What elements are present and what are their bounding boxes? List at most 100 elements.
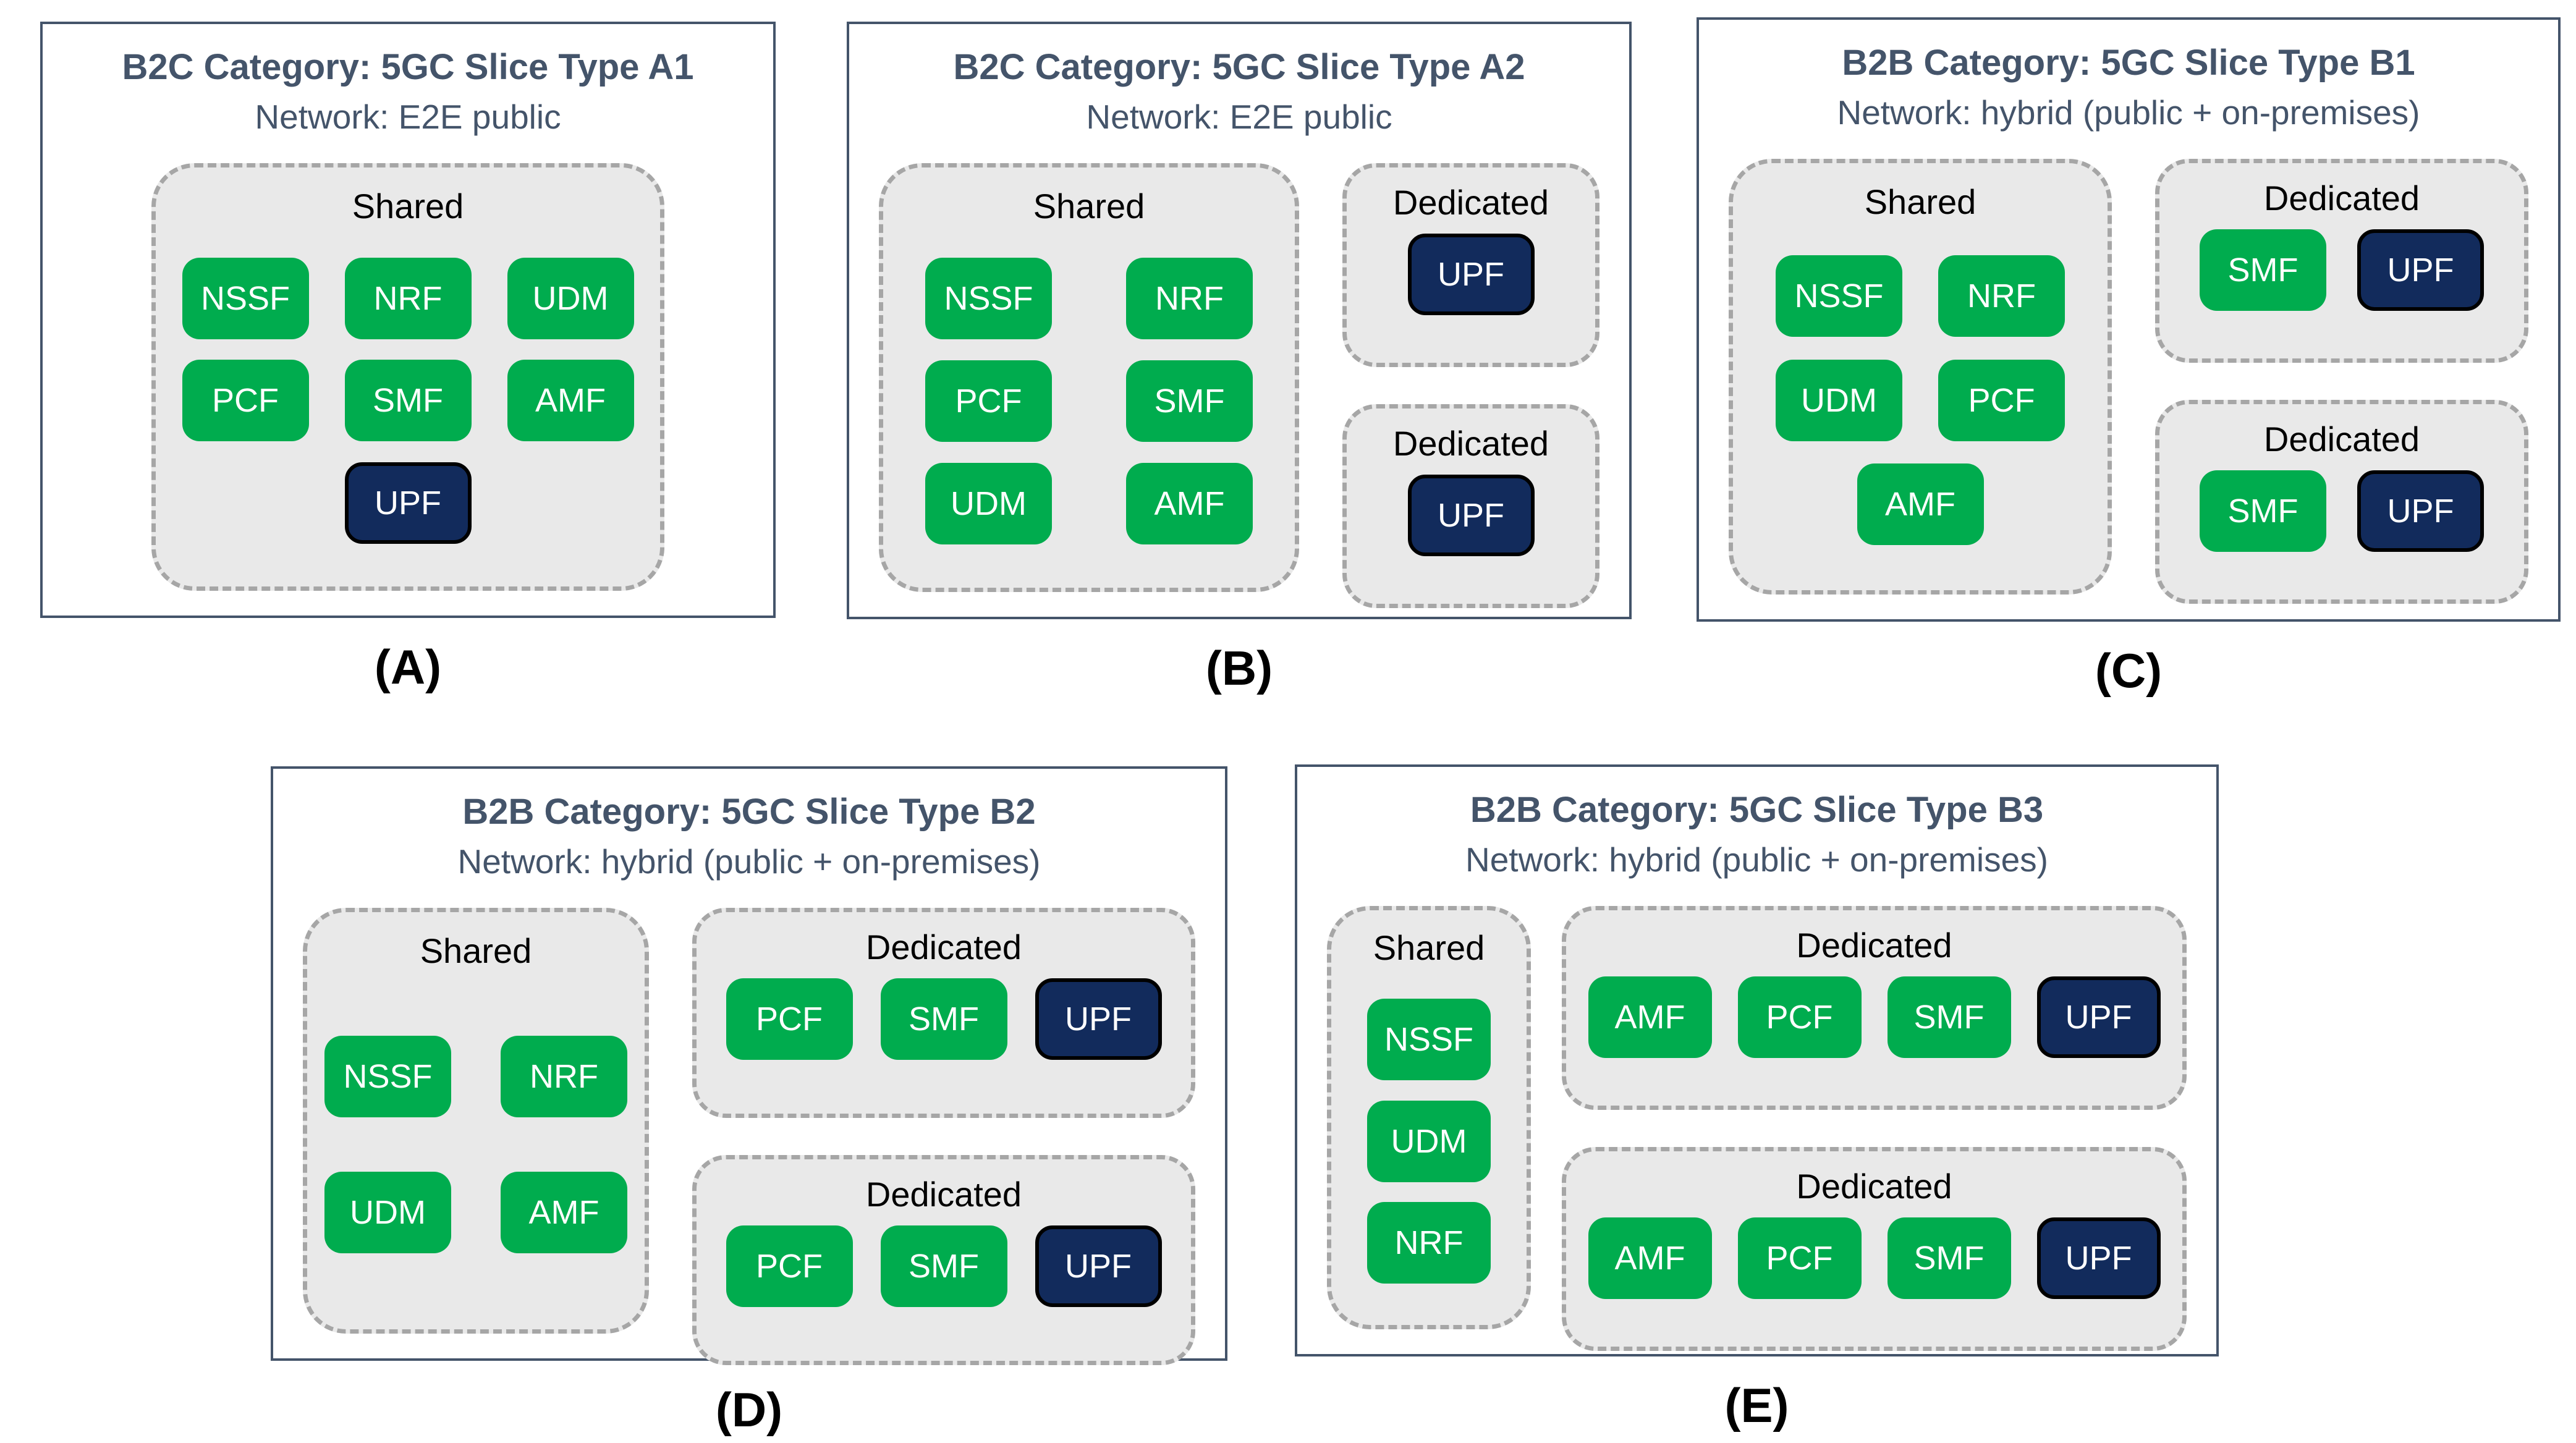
nf-row: AMF <box>1857 463 1984 546</box>
nf-box-smf: SMF <box>1887 1217 2011 1299</box>
dedicated-group-title: Dedicated <box>1392 423 1549 463</box>
nf-row: UPF <box>1407 233 1535 315</box>
panel-title: B2C Category: 5GC Slice Type A1 <box>122 47 694 87</box>
panel-subtitle: Network: hybrid (public + on-premises) <box>457 842 1041 881</box>
nf-box-nrf: NRF <box>1938 255 2065 337</box>
nf-box-pcf: PCF <box>1737 1217 1862 1299</box>
nf-box-upf: UPF <box>1407 233 1535 315</box>
panel-caption: (D) <box>715 1382 783 1437</box>
nf-box-upf: UPF <box>344 462 472 544</box>
slice-type-panel-b: B2C Category: 5GC Slice Type A2 Network: … <box>847 22 1632 619</box>
nf-box-upf: UPF <box>2036 976 2161 1058</box>
dedicated-group-title: Dedicated <box>1392 182 1549 222</box>
nf-row: SMF UPF <box>2200 229 2484 311</box>
panel-subtitle: Network: E2E public <box>1086 97 1392 136</box>
panel-caption: (C) <box>2095 643 2163 698</box>
dedicated-group-title: Dedicated <box>2263 178 2420 218</box>
dedicated-group-title: Dedicated <box>1796 1166 1952 1206</box>
nf-box-nrf: NRF <box>1367 1202 1491 1284</box>
dedicated-group-title: Dedicated <box>865 927 1022 967</box>
dedicated-rows: SMF UPF <box>2178 229 2506 311</box>
nf-box-amf: AMF <box>501 1171 627 1253</box>
nf-row: PCF SMF UPF <box>726 1225 1162 1307</box>
panel-title: B2B Category: 5GC Slice Type B1 <box>1842 43 2415 83</box>
nf-box-amf: AMF <box>1126 463 1253 545</box>
nf-box-pcf: PCF <box>726 1225 853 1307</box>
panel-wrap-a: B2C Category: 5GC Slice Type A1 Network: … <box>40 22 776 695</box>
nf-box-smf: SMF <box>880 1225 1007 1307</box>
nf-box-smf: SMF <box>2200 470 2326 552</box>
nf-box-udm: UDM <box>324 1171 451 1253</box>
nf-box-amf: AMF <box>1588 1217 1712 1299</box>
dedicated-group-title: Dedicated <box>865 1174 1022 1214</box>
nf-box-smf: SMF <box>2200 229 2326 311</box>
nf-row: AMF PCF SMF UPF <box>1588 1217 2161 1299</box>
nf-box-udm: UDM <box>1776 359 1902 441</box>
nf-row: UPF <box>344 462 472 544</box>
panel-wrap-b: B2C Category: 5GC Slice Type A2 Network: … <box>847 22 1632 696</box>
nf-box-nrf: NRF <box>344 257 472 339</box>
nf-box-smf: SMF <box>344 360 472 442</box>
panel-title: B2B Category: 5GC Slice Type B2 <box>462 792 1036 832</box>
nf-box-pcf: PCF <box>925 360 1052 442</box>
panel-caption: (E) <box>1724 1378 1789 1432</box>
nf-row: NRF <box>1367 1202 1491 1284</box>
nf-box-upf: UPF <box>2357 229 2484 311</box>
dedicated-group-title: Dedicated <box>2263 419 2420 459</box>
panel-subtitle: Network: E2E public <box>255 97 561 136</box>
nf-box-nssf: NSSF <box>324 1036 451 1117</box>
nf-row: NSSF NRF <box>324 1036 627 1117</box>
nf-box-upf: UPF <box>1035 1225 1162 1307</box>
nf-box-upf: UPF <box>2036 1217 2161 1299</box>
dedicated-rows: PCF SMF UPF <box>715 1225 1172 1307</box>
nf-box-smf: SMF <box>880 978 1007 1060</box>
nf-box-nssf: NSSF <box>1776 255 1902 337</box>
nf-row: NSSF <box>1367 999 1491 1081</box>
nf-row: NSSF NRF <box>1776 255 2065 337</box>
dedicated-rows: UPF <box>1365 233 1577 315</box>
panel-caption: (B) <box>1205 641 1273 695</box>
nf-box-udm: UDM <box>507 257 634 339</box>
panel-caption: (A) <box>374 640 442 694</box>
nf-row: NSSF NRF UDM <box>182 257 634 339</box>
panel-title: B2C Category: 5GC Slice Type A2 <box>953 47 1525 87</box>
nf-box-nrf: NRF <box>501 1036 627 1117</box>
dedicated-rows: UPF <box>1365 474 1577 556</box>
dedicated-group-title: Dedicated <box>1796 925 1952 965</box>
shared-group-title: Shared <box>1864 182 1976 221</box>
nf-box-upf: UPF <box>1035 978 1162 1060</box>
nf-box-udm: UDM <box>1367 1100 1491 1182</box>
nf-box-smf: SMF <box>1887 976 2011 1058</box>
nf-box-amf: AMF <box>507 360 634 442</box>
nf-box-nssf: NSSF <box>182 257 309 339</box>
shared-group-title: Shared <box>420 931 532 970</box>
panel-subtitle: Network: hybrid (public + on-premises) <box>1465 840 2048 879</box>
